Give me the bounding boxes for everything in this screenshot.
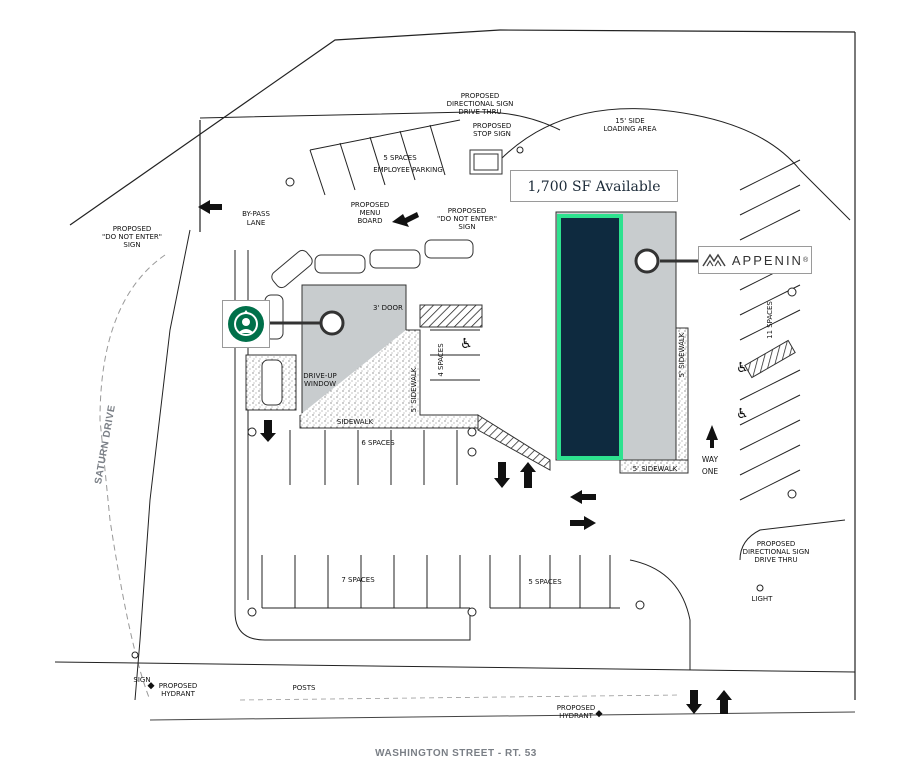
available-unit-highlight	[557, 214, 623, 460]
menu-2: MENU	[360, 209, 381, 217]
posts-label: POSTS	[293, 684, 316, 692]
stop-sign-1: PROPOSED	[473, 122, 512, 130]
dne-center-1: PROPOSED	[448, 207, 487, 215]
retail-sidewalk-bottom	[619, 459, 689, 474]
appenin-trademark: ®	[802, 256, 809, 264]
seven-spaces: 7 SPACES	[341, 576, 375, 584]
one-way-1: WAY	[702, 455, 719, 464]
stalls-six	[289, 430, 458, 485]
property-line-top	[199, 111, 561, 131]
traffic-arrows	[198, 200, 732, 714]
svg-text:♿: ♿	[736, 360, 749, 376]
saturn-drive-edge-2	[134, 229, 191, 701]
hydrant-bottom-2: HYDRANT	[559, 712, 594, 720]
loading-2: LOADING AREA	[603, 125, 656, 133]
dne-left-3: SIGN	[123, 241, 140, 249]
street-label: WASHINGTON STREET - RT. 53	[375, 748, 537, 759]
curb-right	[629, 519, 846, 670]
available-space-callout: 1,700 SF Available	[510, 170, 678, 202]
saturn-drive-edge	[99, 254, 166, 701]
five-spaces-bottom: 5 SPACES	[528, 578, 562, 586]
dne-center-3: SIGN	[458, 223, 475, 231]
hatched-crosswalk	[477, 414, 551, 471]
accessible-icons: ♿ ♿ ♿	[460, 336, 749, 422]
sign-label: SIGN	[133, 676, 150, 684]
sidewalk-vertical-left: 5' SIDEWALK	[410, 367, 418, 412]
sidewalk-bottom: SIDEWALK	[337, 418, 374, 426]
dir-sign-right-1: PROPOSED	[757, 540, 796, 548]
svg-text:♿: ♿	[460, 336, 473, 352]
four-spaces: 4 SPACES	[437, 343, 445, 377]
eleven-spaces: 11 SPACES	[766, 301, 774, 339]
saturn-drive-label: SATURN DRIVE	[93, 404, 118, 485]
dne-left-2: "DO NOT ENTER"	[102, 233, 162, 241]
dne-left-1: PROPOSED	[113, 225, 152, 233]
bypass-1: BY-PASS	[242, 210, 270, 218]
plan-labels: PROPOSED DIRECTIONAL SIGN DRIVE THRU PRO…	[102, 92, 809, 720]
dir-sign-top-3: DRIVE THRU	[458, 108, 501, 116]
menu-1: PROPOSED	[351, 201, 390, 209]
accessible-aisle	[419, 304, 483, 328]
dir-sign-top-2: DIRECTIONAL SIGN	[447, 100, 514, 108]
one-way-2: ONE	[702, 467, 719, 476]
dir-sign-right-2: DIRECTIONAL SIGN	[743, 548, 810, 556]
bypass-2: LANE	[247, 219, 266, 227]
appenin-mountain-icon	[702, 253, 726, 267]
hydrant-bottom-1: PROPOSED	[557, 704, 596, 712]
drive-thru-car	[261, 359, 283, 406]
light-fixtures	[131, 146, 797, 659]
stalls-right	[739, 159, 801, 501]
employee-1: 5 SPACES	[383, 154, 417, 162]
starbucks-marker	[319, 310, 345, 336]
appenin-logo-text: APPENIN	[731, 252, 803, 268]
street-edge-bottom	[149, 711, 856, 721]
employee-2: EMPLOYEE PARKING	[373, 166, 443, 174]
starbucks-siren-icon	[228, 306, 264, 342]
sidewalk-right-vertical: 5' SIDEWALK	[678, 332, 686, 377]
loading-curb	[499, 108, 851, 221]
svg-text:♿: ♿	[736, 406, 749, 422]
dir-sign-right-3: DRIVE THRU	[754, 556, 797, 564]
loading-1: 15' SIDE	[615, 117, 644, 125]
property-line	[69, 29, 856, 700]
dumpster-inner	[473, 153, 499, 171]
door-label: 3' DOOR	[373, 304, 403, 312]
sidewalk-right-bottom: 5' SIDEWALK	[633, 465, 678, 473]
hatched-right-aisle	[744, 339, 796, 379]
hydrant-left-2: HYDRANT	[161, 690, 196, 698]
street-edge-2	[239, 694, 681, 701]
starbucks-logo-box	[222, 300, 270, 348]
window-2: WINDOW	[304, 380, 336, 388]
window-1: DRIVE-UP	[303, 372, 336, 380]
appenin-logo-box: APPENIN ®	[698, 246, 812, 274]
employee-parking-stalls	[309, 119, 461, 196]
dir-sign-top-1: PROPOSED	[461, 92, 500, 100]
stop-sign-2: STOP SIGN	[473, 130, 511, 138]
stalls-four	[430, 329, 480, 381]
appenin-marker	[634, 248, 660, 274]
light-label: LIGHT	[752, 595, 774, 603]
six-spaces: 6 SPACES	[361, 439, 395, 447]
stalls-bottom	[261, 555, 620, 609]
menu-3: BOARD	[357, 217, 382, 225]
street-edge-top	[54, 661, 856, 673]
hydrant-icons	[147, 682, 603, 718]
hydrant-left-1: PROPOSED	[159, 682, 198, 690]
dne-center-2: "DO NOT ENTER"	[437, 215, 497, 223]
